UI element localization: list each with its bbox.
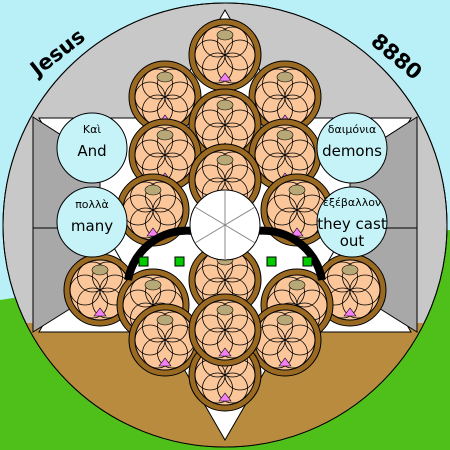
flower-tile — [188, 88, 262, 162]
word-circle-many: πολλὰ many — [56, 186, 128, 258]
flower-tile — [128, 118, 202, 192]
greek-word: πολλὰ — [75, 198, 109, 211]
flower-tile — [128, 303, 202, 377]
word-circle-they-cast-out: ἐξέβαλλον they cast out — [316, 186, 388, 258]
english-word: demons — [322, 142, 382, 160]
word-circle-demons: δαιμόνια demons — [316, 112, 388, 184]
flower-tile — [248, 60, 322, 134]
word-circle-and: Καὶ And — [56, 112, 128, 184]
green-eye-icon — [138, 256, 149, 267]
green-eye-icon — [174, 256, 185, 267]
flower-tile — [188, 293, 262, 367]
english-word-line2: out — [340, 232, 365, 250]
flower-tile — [116, 173, 190, 247]
flower-tiles — [63, 18, 387, 412]
greek-word: ἐξέβαλλον — [323, 196, 381, 209]
english-word: many — [71, 217, 113, 235]
flower-tile — [248, 303, 322, 377]
green-eye-icon — [302, 256, 313, 267]
flower-tile — [188, 18, 262, 92]
green-eye-icon — [266, 256, 277, 267]
english-word: And — [77, 142, 106, 160]
left-face-arc — [124, 226, 201, 281]
english-word-line1: they cast — [317, 215, 387, 233]
greek-word: δαιμόνια — [328, 123, 377, 136]
greek-word: Καὶ — [83, 123, 101, 136]
center-hexagon — [189, 189, 261, 261]
flower-tile — [128, 60, 202, 134]
right-face-arc — [249, 226, 326, 281]
